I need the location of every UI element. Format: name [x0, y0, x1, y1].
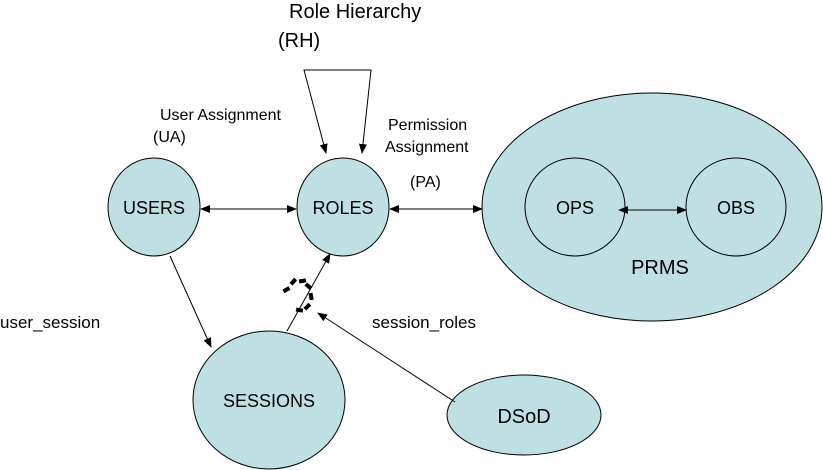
dsod-label: DSoD [497, 406, 551, 428]
obs-label: OBS [716, 198, 755, 218]
role-hierarchy-title: Role Hierarchy [289, 1, 422, 23]
user-session-arrow [169, 255, 212, 348]
dsod-ellipse [446, 374, 602, 456]
rh-loop [303, 69, 372, 154]
sessions-label: SESSIONS [222, 391, 316, 411]
session-roles-label: session_roles [372, 313, 476, 332]
constraint-arc [282, 277, 314, 313]
assignment-label: Assignment [385, 139, 469, 156]
ua-label: (UA) [153, 129, 186, 146]
roles-label: ROLES [312, 198, 374, 218]
sessions-circle [192, 330, 346, 470]
permission-label: Permission [388, 117, 468, 134]
user-session-label: user_session [0, 313, 101, 332]
prms-label: PRMS [631, 257, 689, 279]
users-label: USERS [122, 198, 185, 218]
ops-label: OPS [555, 198, 594, 218]
user-assignment-label: User Assignment [160, 107, 281, 124]
pa-label: (PA) [410, 174, 441, 191]
session-roles-arrow [286, 253, 331, 332]
dsod-arrow [317, 312, 456, 403]
rh-label: (RH) [278, 30, 321, 52]
